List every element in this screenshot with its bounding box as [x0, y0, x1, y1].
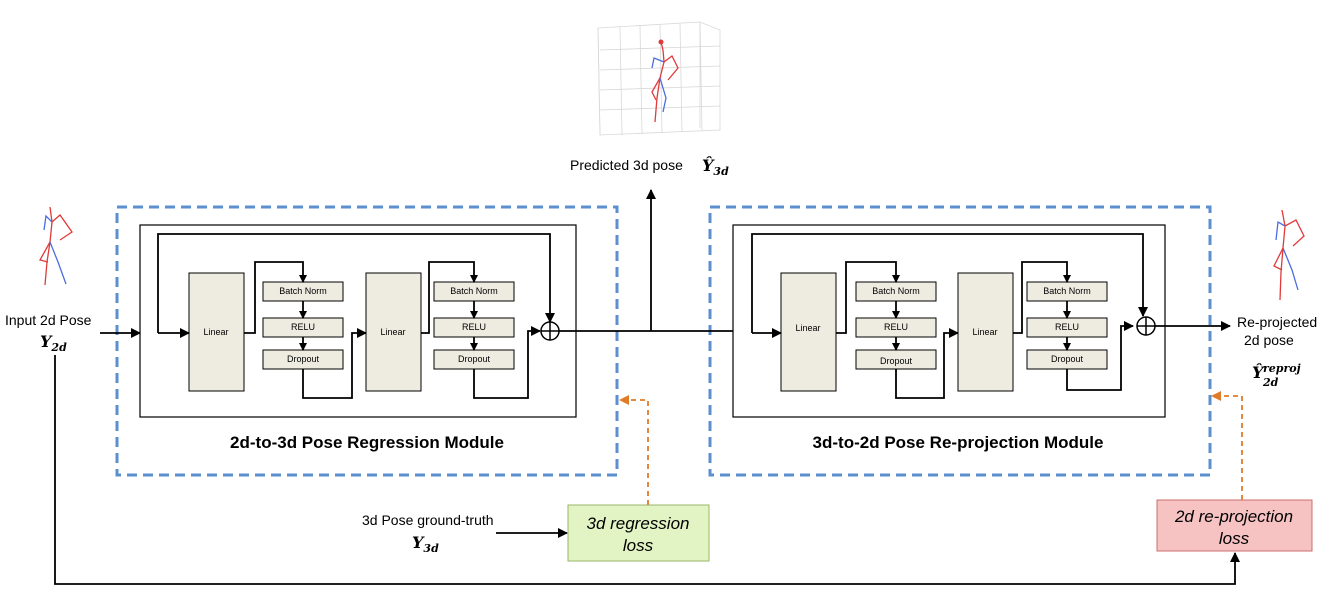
reprojected-pose-superscript: reproj [1263, 362, 1301, 375]
module1-add-icon [540, 321, 560, 341]
svg-text:Linear: Linear [972, 327, 997, 337]
reprojection-module-title: 3d-to-2d Pose Re-projection Module [813, 433, 1104, 452]
svg-text:loss: loss [1219, 529, 1250, 548]
module1-linear-a [188, 272, 245, 392]
reprojected-pose-subscript: 2d [1262, 376, 1279, 389]
svg-text:2d re-projection: 2d re-projection [1174, 507, 1293, 526]
svg-text:Batch Norm: Batch Norm [279, 286, 327, 296]
svg-text:RELU: RELU [462, 322, 486, 332]
input-to-loss-arrow [54, 355, 1240, 585]
svg-text:RELU: RELU [1055, 322, 1079, 332]
regression-loss-feedback-arrow [619, 395, 649, 505]
reprojected-pose-text-2: 2d pose [1244, 332, 1294, 348]
svg-text:Batch Norm: Batch Norm [872, 286, 920, 296]
svg-text:Batch Norm: Batch Norm [1043, 286, 1091, 296]
svg-text:Linear: Linear [203, 327, 228, 337]
ground-truth-subscript: 3d [423, 542, 439, 555]
module1-linear-b [365, 272, 422, 392]
svg-text:loss: loss [623, 536, 654, 555]
svg-text:Linear: Linear [795, 323, 820, 333]
reprojected-pose-symbol: Ŷ [1252, 362, 1265, 382]
regression-loss-box: 3d regression loss [567, 504, 710, 562]
input-pose-text: Input 2d Pose [5, 312, 92, 328]
reprojection-loss-box: 2d re-projection loss [1156, 499, 1313, 552]
predicted-3d-pose-plot [597, 21, 721, 136]
input-pose-label: Input 2d Pose Y2d [5, 312, 92, 354]
input-2d-pose-skeleton [39, 206, 73, 286]
input-pose-subscript: 2d [50, 341, 67, 354]
predicted-pose-symbol: Ŷ [702, 155, 715, 175]
svg-text:RELU: RELU [884, 322, 908, 332]
svg-text:Linear: Linear [380, 327, 405, 337]
module2-linear-a [780, 272, 837, 392]
reprojection-module: Linear Linear Batch Norm RELU Dropout Ba… [708, 205, 1212, 477]
reprojection-loss-feedback-arrow [1211, 391, 1243, 500]
module2-linear-b [957, 272, 1014, 392]
svg-text:Y3d: Y3d [412, 533, 439, 555]
svg-text:Dropout: Dropout [458, 354, 491, 364]
ground-truth-symbol: Y [412, 533, 425, 552]
reprojected-pose-label: Re-projected 2d pose Ŷ reproj 2d [1237, 314, 1317, 389]
regression-module-border [115, 205, 619, 477]
reprojected-pose-text-1: Re-projected [1237, 314, 1317, 330]
svg-text:RELU: RELU [291, 322, 315, 332]
reprojected-2d-pose-skeleton [1273, 209, 1305, 301]
svg-text:Batch Norm: Batch Norm [450, 286, 498, 296]
predicted-pose-label: Predicted 3d pose Ŷ3d [570, 155, 729, 178]
svg-text:Y2d: Y2d [40, 332, 67, 354]
svg-text:Dropout: Dropout [287, 354, 320, 364]
reprojection-module-border [708, 205, 1212, 477]
svg-text:Dropout: Dropout [1051, 354, 1084, 364]
module2-add-icon [1136, 316, 1156, 336]
regression-module-title: 2d-to-3d Pose Regression Module [230, 433, 504, 452]
svg-text:3d regression: 3d regression [586, 514, 689, 533]
regression-module: Linear Linear Batch Norm RELU Dropout Ba… [115, 205, 619, 477]
input-pose-symbol: Y [40, 332, 53, 351]
predicted-pose-subscript: 3d [713, 165, 729, 178]
ground-truth-label: 3d Pose ground-truth Y3d [362, 512, 494, 555]
ground-truth-text: 3d Pose ground-truth [362, 512, 494, 528]
svg-text:Dropout: Dropout [880, 356, 913, 366]
svg-text:Ŷ3d: Ŷ3d [702, 155, 729, 178]
predicted-pose-text: Predicted 3d pose [570, 157, 683, 173]
